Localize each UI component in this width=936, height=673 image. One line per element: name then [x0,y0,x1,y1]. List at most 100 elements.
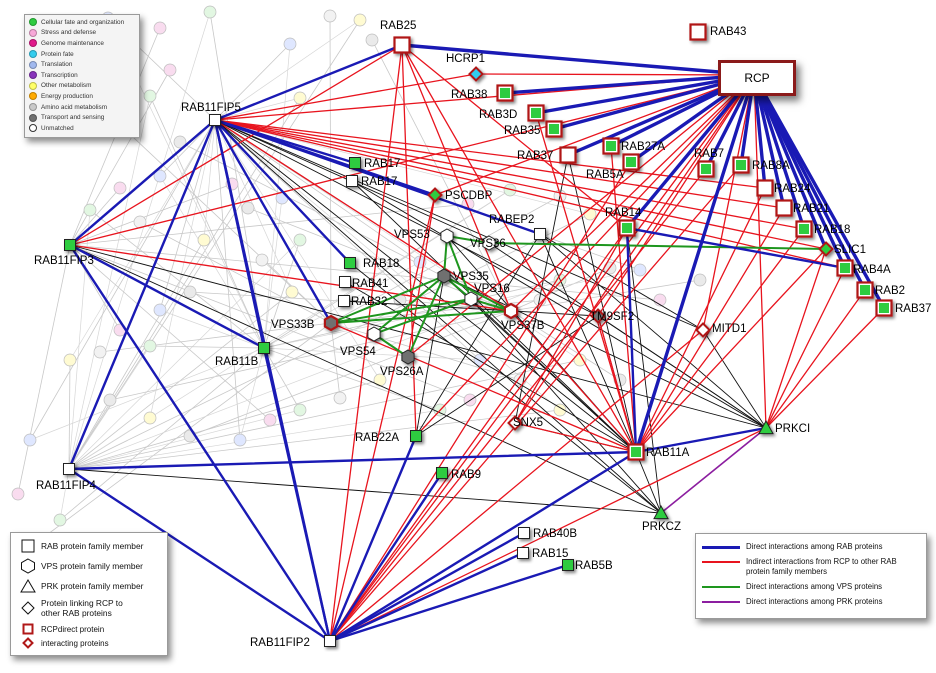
edge-red-RAB11FIP3-VPS37B [69,244,512,312]
node-RAB11B[interactable] [258,342,270,354]
node-RABEP2[interactable] [534,228,546,240]
background-node [323,9,337,23]
node-shape-VPS36 [482,235,496,251]
node-RAB43[interactable] [689,23,707,41]
edge-red-RAB25-RAB14 [401,44,628,229]
nodes [63,23,893,647]
node-fill-RAB27A [606,141,616,151]
node-label-RAB18b: RAB18 [363,258,399,270]
node-TM9SF2[interactable] [590,308,606,324]
node-RAB14[interactable] [618,219,636,237]
node-RAB2[interactable] [856,281,874,299]
edge-green-VPS35-VPS26A [407,275,445,358]
node-VPS26A[interactable] [401,349,415,365]
category-legend-label: Unmatched [41,124,74,132]
background-edge [214,97,301,121]
node-RAB37a[interactable] [559,146,577,164]
node-RAB18b[interactable] [344,257,356,269]
edge-black-RAB41-RAB11A [344,281,637,453]
node-RAB4A[interactable] [836,259,854,277]
node-fill-RAB25 [397,40,407,50]
background-node [83,203,97,217]
node-shape-TM9SF2 [590,308,606,324]
node-RAB11A[interactable] [627,443,645,461]
node-RAB7[interactable] [697,160,715,178]
background-edge [59,468,70,521]
node-RAB17b[interactable] [346,175,358,187]
edge-red-RCP-RAB11FIP2 [329,74,755,642]
node-VPS16[interactable] [464,291,478,307]
node-RAB21[interactable] [775,199,793,217]
background-node [233,433,247,447]
node-fill-RAB3D [531,108,541,118]
node-RAB11FIP2[interactable] [324,635,336,647]
background-node [293,403,307,417]
node-RAB24[interactable] [756,179,774,197]
node-VPS36[interactable] [482,235,496,251]
node-RAB5B[interactable] [562,559,574,571]
node-label-RAB17b: RAB17 [361,176,397,188]
node-HCRP1[interactable] [468,66,484,82]
edge-blue-RCP-RAB37b [752,73,886,310]
node-RAB32[interactable] [338,295,350,307]
category-legend-label: Amino acid metabolism [41,103,108,111]
node-PRKCI[interactable] [758,419,774,435]
node-shape-PRKCI [758,419,774,435]
node-RAB25[interactable] [393,36,411,54]
node-RAB18a[interactable] [795,220,813,238]
node-label-RAB11FIP3: RAB11FIP3 [34,255,94,267]
category-dot-icon [29,50,37,59]
edge-green-VPS33B-VPS35 [330,275,445,324]
node-label-RAB37a: RAB37 [517,150,553,162]
node-PSCDBP[interactable] [427,187,443,203]
edge-red-RAB4A-PRKCI [765,267,846,429]
node-VPS33B[interactable] [323,314,339,332]
node-VPS53[interactable] [440,228,454,244]
node-RAB41[interactable] [339,276,351,288]
node-RAB17a[interactable] [349,157,361,169]
node-RAB3D[interactable] [527,104,545,122]
node-PRKCZ[interactable] [653,504,669,520]
rcp-hub-node[interactable]: RCP [718,60,796,96]
node-RAB8A[interactable] [732,156,750,174]
node-RAB5A[interactable] [622,153,640,171]
node-VPS35[interactable] [437,268,451,284]
node-SNX5[interactable] [507,415,523,431]
node-RAB27A[interactable] [602,137,620,155]
node-RAB22A[interactable] [410,430,422,442]
background-node [153,303,167,317]
node-RAB11FIP3[interactable] [64,239,76,251]
edge-blue-RCP-RAB21 [752,73,786,210]
node-RAB11FIP4[interactable] [63,463,75,475]
background-node [183,285,197,299]
edge-black-RABEP2-PRKCI [539,233,767,429]
node-fill-RAB38 [500,88,510,98]
triangle-icon [19,579,37,593]
node-label-RAB17a: RAB17 [364,158,400,170]
edge-black-RABEP2-RAB22A [415,233,541,437]
node-SLIC1[interactable] [818,241,834,257]
purple-line-icon [702,601,740,603]
category-dot-icon [29,124,37,133]
background-edge [68,409,441,470]
red-line-icon [702,561,740,563]
node-RAB38[interactable] [496,84,514,102]
node-MITD1[interactable] [695,322,711,338]
node-RAB15[interactable] [517,547,529,559]
shape-legend-item: PRK protein family member [19,579,161,593]
edge-blue-RAB11FIP5-RAB11FIP3 [68,118,217,247]
node-RAB35[interactable] [545,120,563,138]
node-RAB9[interactable] [436,467,448,479]
background-node [153,169,167,183]
node-VPS54[interactable] [367,326,381,342]
background-edge [203,119,216,241]
background-edge [69,187,121,246]
node-RAB40B[interactable] [518,527,530,539]
background-edge [68,11,211,470]
edge-blue-RAB11FIP2-RAB9 [328,471,444,643]
node-VPS37B[interactable] [503,302,519,320]
node-RAB37b[interactable] [875,299,893,317]
node-RAB11FIP5[interactable] [209,114,221,126]
